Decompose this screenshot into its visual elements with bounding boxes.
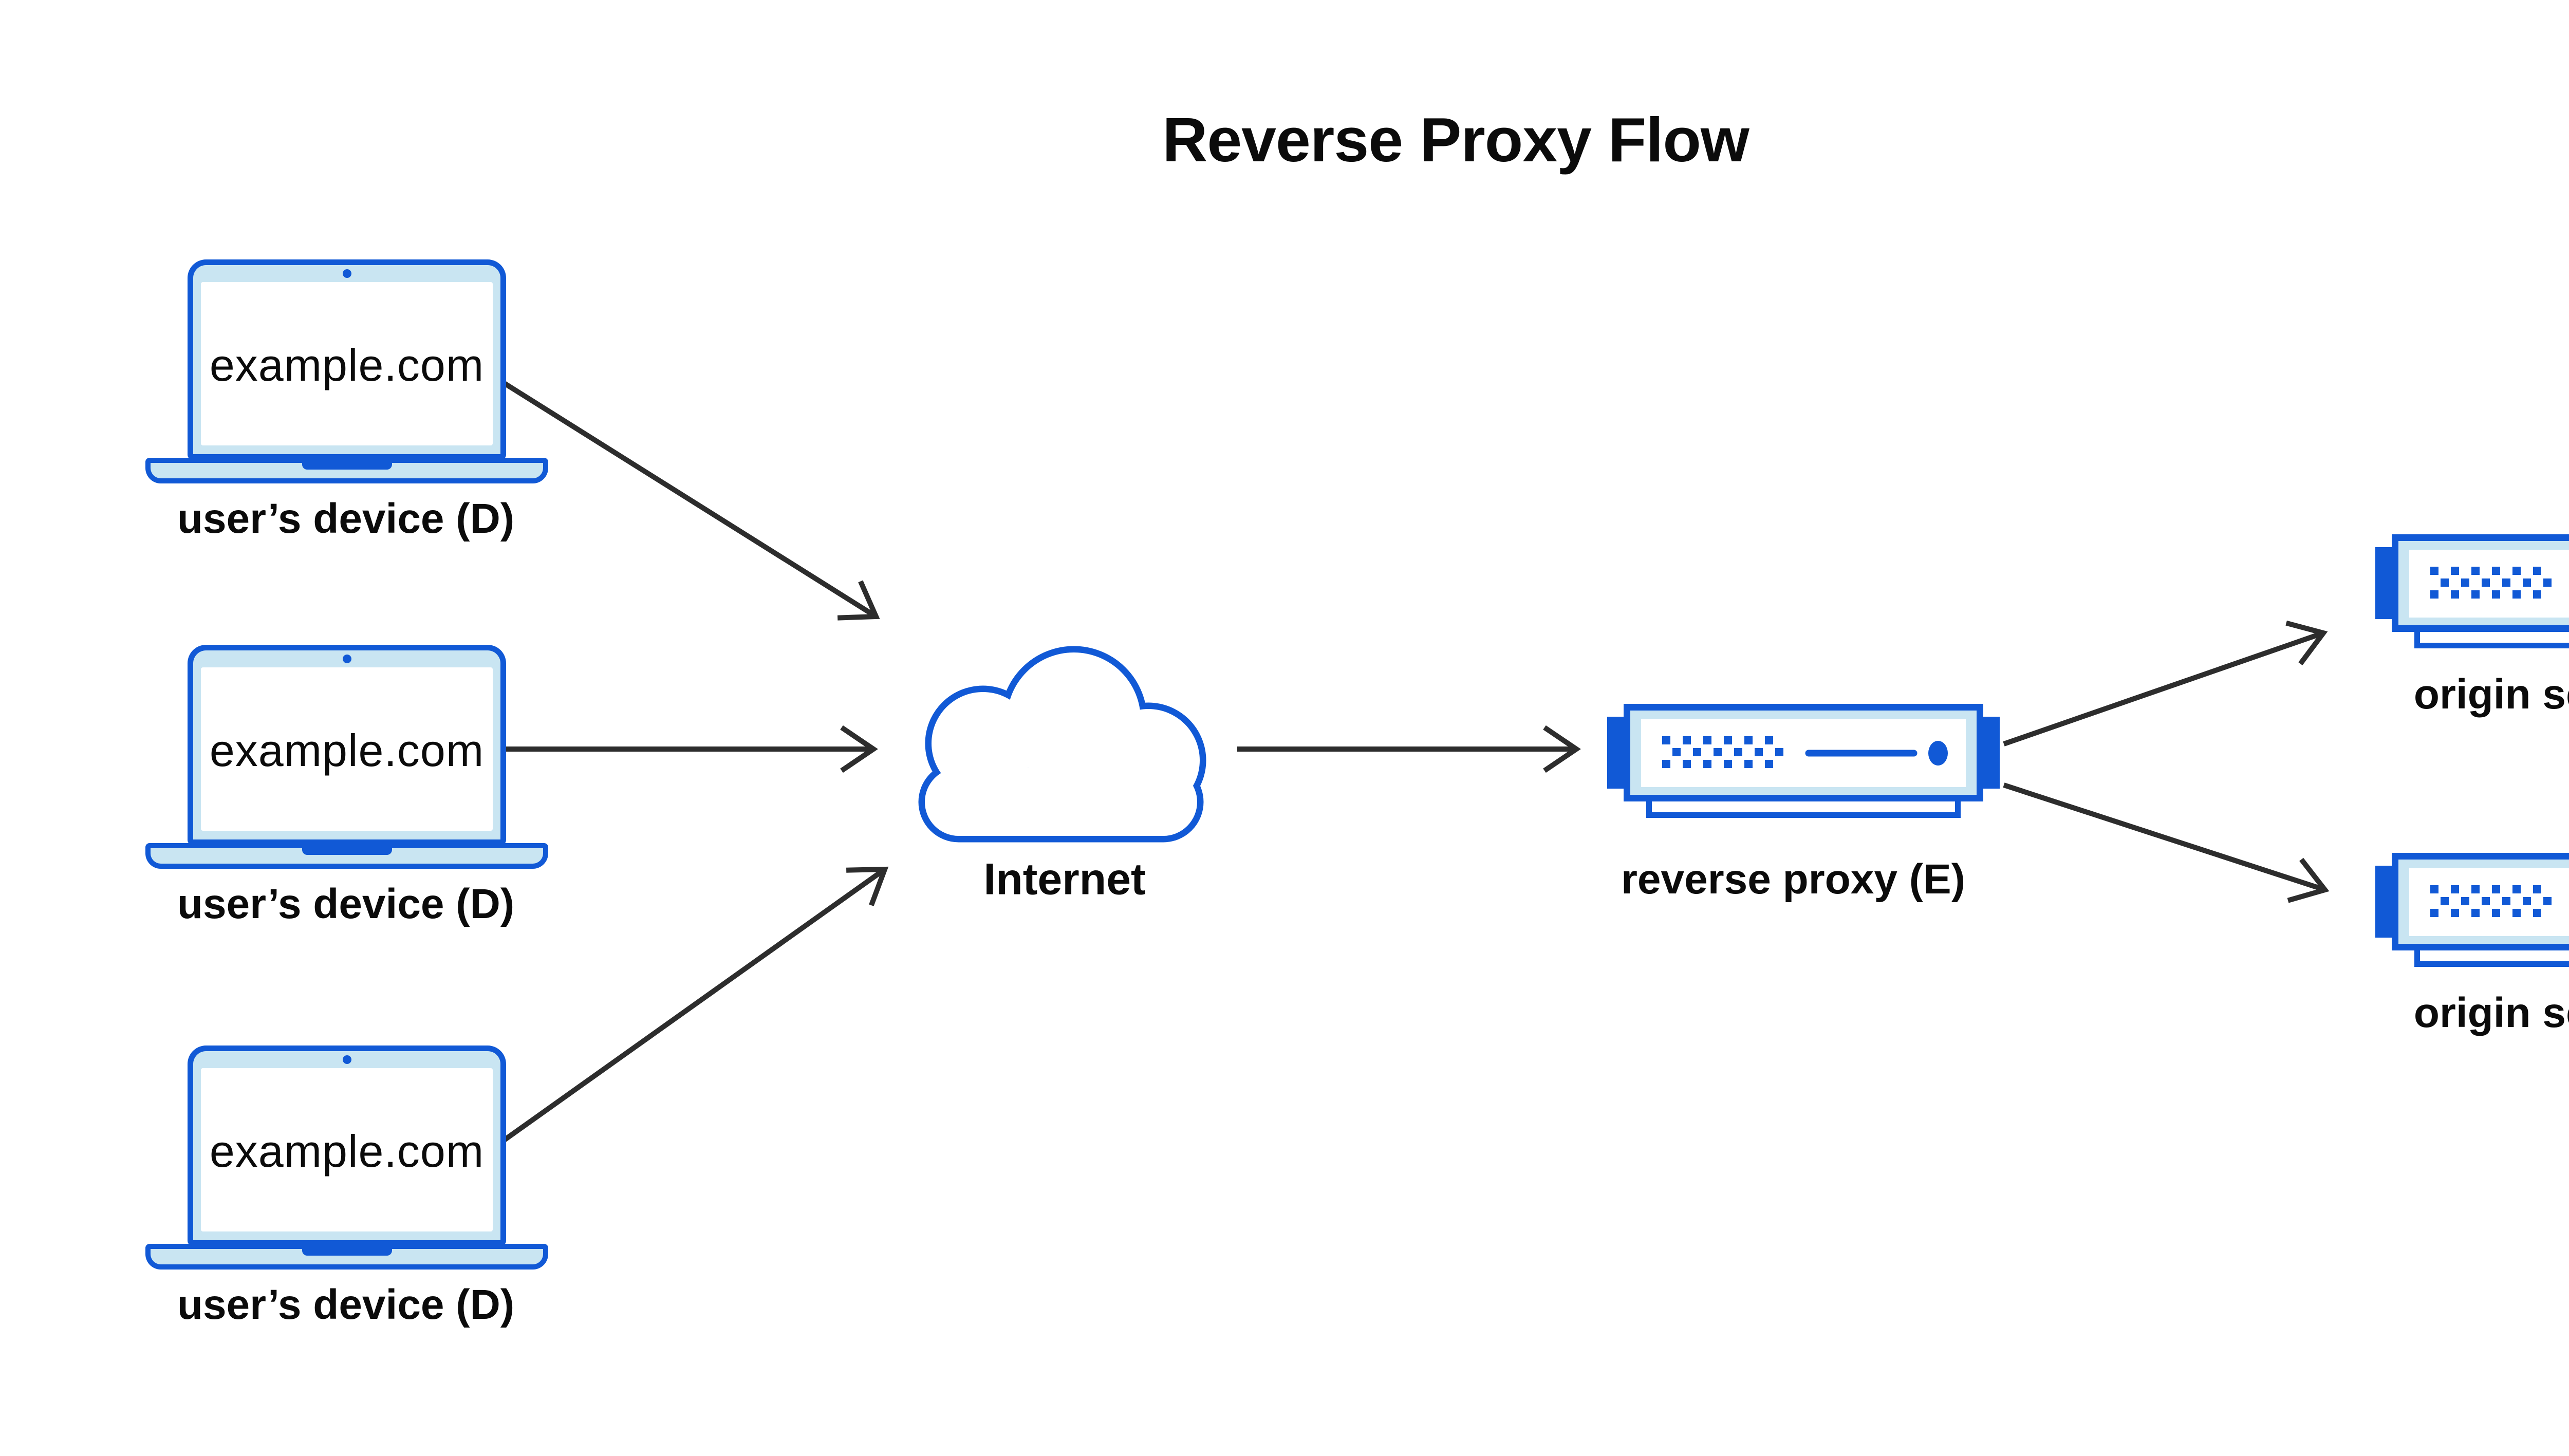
arrow-device3-to-internet [502, 866, 889, 1143]
server-face [2409, 868, 2569, 936]
device3-label: user’s device (D) [177, 1281, 515, 1328]
laptop-icon-device1: example.com [145, 259, 548, 521]
arrow-proxy-to-origin2 [2003, 782, 2330, 903]
laptop-screen [201, 282, 493, 445]
device3-screen-text: example.com [209, 1126, 485, 1177]
origin-server2-label: origin server (F) [2413, 990, 2569, 1036]
server-face [1641, 719, 1966, 787]
server-left-tab [1607, 717, 1625, 789]
arrow-proxy-to-origin1 [2003, 620, 2328, 746]
laptop-base [145, 1244, 548, 1270]
origin-server2-icon [2375, 853, 2569, 967]
laptop-hinge-notch [302, 1247, 392, 1256]
internet-cloud-icon [918, 646, 1206, 843]
page-title: Reverse Proxy Flow [1162, 105, 1749, 175]
server-face [2409, 550, 2569, 618]
laptop-hinge-notch [302, 846, 392, 855]
server-left-tab [2375, 866, 2393, 938]
device2-label: user’s device (D) [177, 881, 515, 927]
server-right-tab [1982, 717, 2000, 789]
server-face-pattern [1641, 719, 1966, 787]
server-face-pattern [2409, 868, 2569, 936]
laptop-camera-dot [343, 269, 351, 278]
laptop-icon-device2: example.com [145, 645, 548, 907]
internet-label: Internet [983, 854, 1146, 904]
device1-label: user’s device (D) [177, 495, 515, 542]
server-left-tab [2375, 547, 2393, 619]
laptop-camera-dot [343, 655, 351, 663]
device2-screen-text: example.com [209, 725, 485, 776]
laptop-hinge-notch [302, 461, 392, 470]
laptop-base [145, 458, 548, 483]
laptop-camera-dot [343, 1055, 351, 1064]
laptop-icon-device3: example.com [145, 1046, 548, 1308]
reverse-proxy-icon [1607, 704, 2000, 818]
device1-screen-text: example.com [209, 340, 485, 390]
laptop-screen [201, 667, 493, 831]
reverse-proxy-label: reverse proxy (E) [1621, 856, 1966, 903]
arrow-device1-to-internet [502, 380, 880, 621]
laptop-screen [201, 1068, 493, 1231]
origin-server1-label: origin server (F) [2413, 671, 2569, 718]
server-face-pattern [2409, 550, 2569, 618]
origin-server1-icon [2375, 534, 2569, 648]
